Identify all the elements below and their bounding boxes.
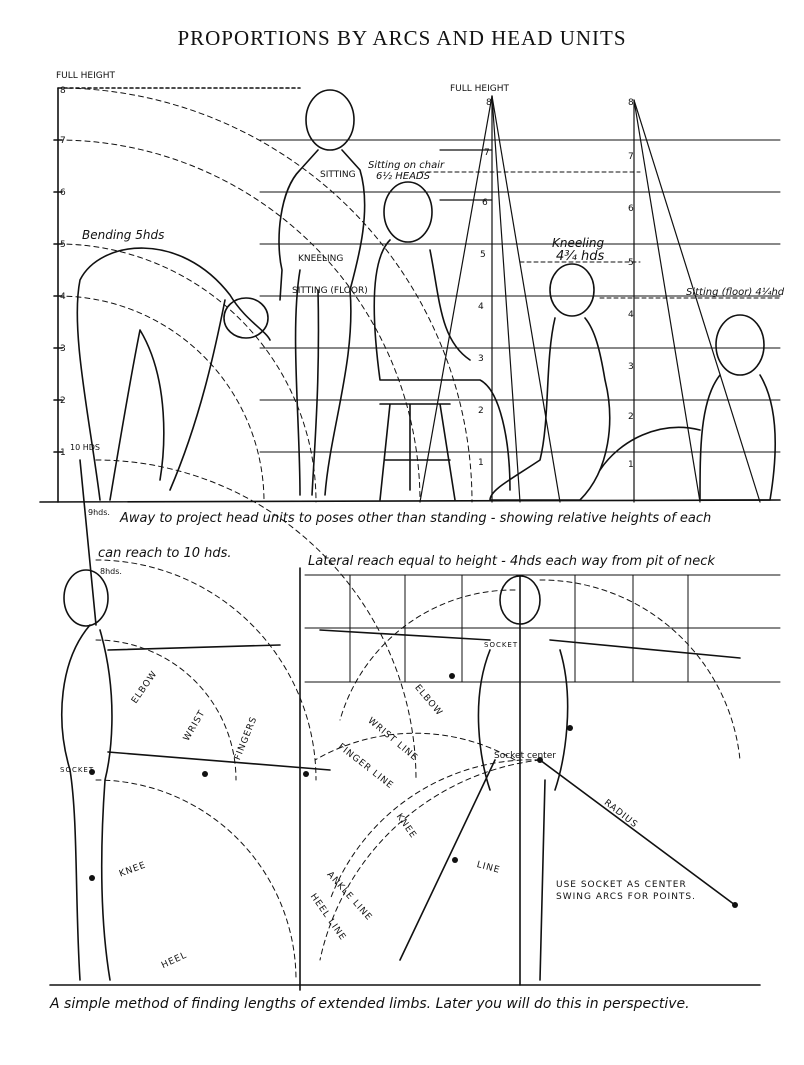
chair-figure <box>373 239 511 491</box>
floor-figure-head <box>715 314 765 376</box>
reach-caption: can reach to 10 hds. <box>98 546 232 561</box>
left-scale-num: 6 <box>60 188 66 198</box>
left-scale-num: 3 <box>60 344 66 354</box>
away-caption: Away to project head units to poses othe… <box>120 511 712 526</box>
mid-scale-num: 6 <box>482 198 488 208</box>
right-scale-num: 7 <box>628 152 634 162</box>
chair-figure-head <box>383 181 433 243</box>
kneeling-figure-head <box>549 263 595 317</box>
kneeling-label: Kneeling <box>552 236 605 250</box>
mid-scale-num: 5 <box>480 250 486 260</box>
mid-scale-num: 2 <box>478 406 484 416</box>
mid-scale-num: 4 <box>478 302 484 312</box>
sitting-floor-label: Sitting (floor) 4¼hd <box>686 287 785 298</box>
right-scale-num: 6 <box>628 204 634 214</box>
left-scale-num: 8 <box>60 86 66 96</box>
socket-left-label: SOCKET <box>60 766 95 774</box>
lateral-arcs <box>314 579 741 961</box>
full-height-mid-label: FULL HEIGHT <box>450 84 510 94</box>
left-scale-num: 5 <box>60 240 66 250</box>
radius-line <box>539 759 736 906</box>
swing-arcs-note: SWING ARCS FOR POINTS. <box>556 892 696 902</box>
eight-hds-label: 8hds. <box>100 567 122 576</box>
right-scale-num: 5 <box>628 258 634 268</box>
sitting-chair-label: Sitting on chair <box>368 160 445 171</box>
sitting-floor-line-label: SITTING (FLOOR) <box>292 286 368 296</box>
kneeling-line-label: KNEELING <box>298 254 344 264</box>
page-title: PROPORTIONS BY ARCS AND HEAD UNITS <box>177 26 627 50</box>
left-reach-arcs <box>95 459 417 981</box>
right-scale-rays <box>633 99 761 503</box>
left-scale-num: 1 <box>60 448 66 458</box>
left-scale-num: 7 <box>60 136 66 146</box>
floor-figure <box>599 374 776 501</box>
right-scale-num: 8 <box>628 98 634 108</box>
bending-label: Bending 5hds <box>82 228 165 242</box>
right-scale-num: 2 <box>628 412 634 422</box>
mid-scale-num: 8 <box>486 98 492 108</box>
left-reach-figure-head <box>63 569 109 627</box>
lateral-caption: Lateral reach equal to height - 4hds eac… <box>308 554 715 569</box>
bending-figure <box>76 247 271 501</box>
full-height-left-label: FULL HEIGHT <box>56 71 116 81</box>
ten-hds-label: 10 HDS <box>70 443 100 452</box>
top-arcs <box>57 87 473 503</box>
right-scale-num: 4 <box>628 310 634 320</box>
socket-center-label: Socket center <box>494 751 556 761</box>
lateral-figure <box>319 629 741 981</box>
mid-scale-rays <box>419 95 561 503</box>
use-socket-note: USE SOCKET AS CENTER <box>556 880 687 890</box>
kneeling-heads-label: 4¾ hds <box>556 249 605 264</box>
kneeling-figure <box>489 317 611 501</box>
standing-figure <box>278 149 366 496</box>
right-scale-num: 3 <box>628 362 634 372</box>
mid-scale-num: 7 <box>484 148 490 158</box>
top-grid <box>259 139 781 453</box>
ground-line <box>39 499 781 503</box>
mid-scale-num: 3 <box>478 354 484 364</box>
mid-scale-num: 1 <box>478 458 484 468</box>
left-scale-num: 2 <box>60 396 66 406</box>
sitting-line-label: SITTING <box>320 170 356 180</box>
sitting-chair-heads-label: 6½ HEADS <box>376 171 430 182</box>
left-scale-num: 4 <box>60 292 66 302</box>
stool <box>379 403 456 501</box>
socket-right-label: SOCKET <box>484 641 519 649</box>
standing-figure-head <box>305 89 355 151</box>
lateral-grid <box>304 574 781 683</box>
right-scale-num: 1 <box>628 460 634 470</box>
nine-hds-label: 9hds. <box>88 508 110 517</box>
bottom-caption: A simple method of finding lengths of ex… <box>50 996 690 1012</box>
